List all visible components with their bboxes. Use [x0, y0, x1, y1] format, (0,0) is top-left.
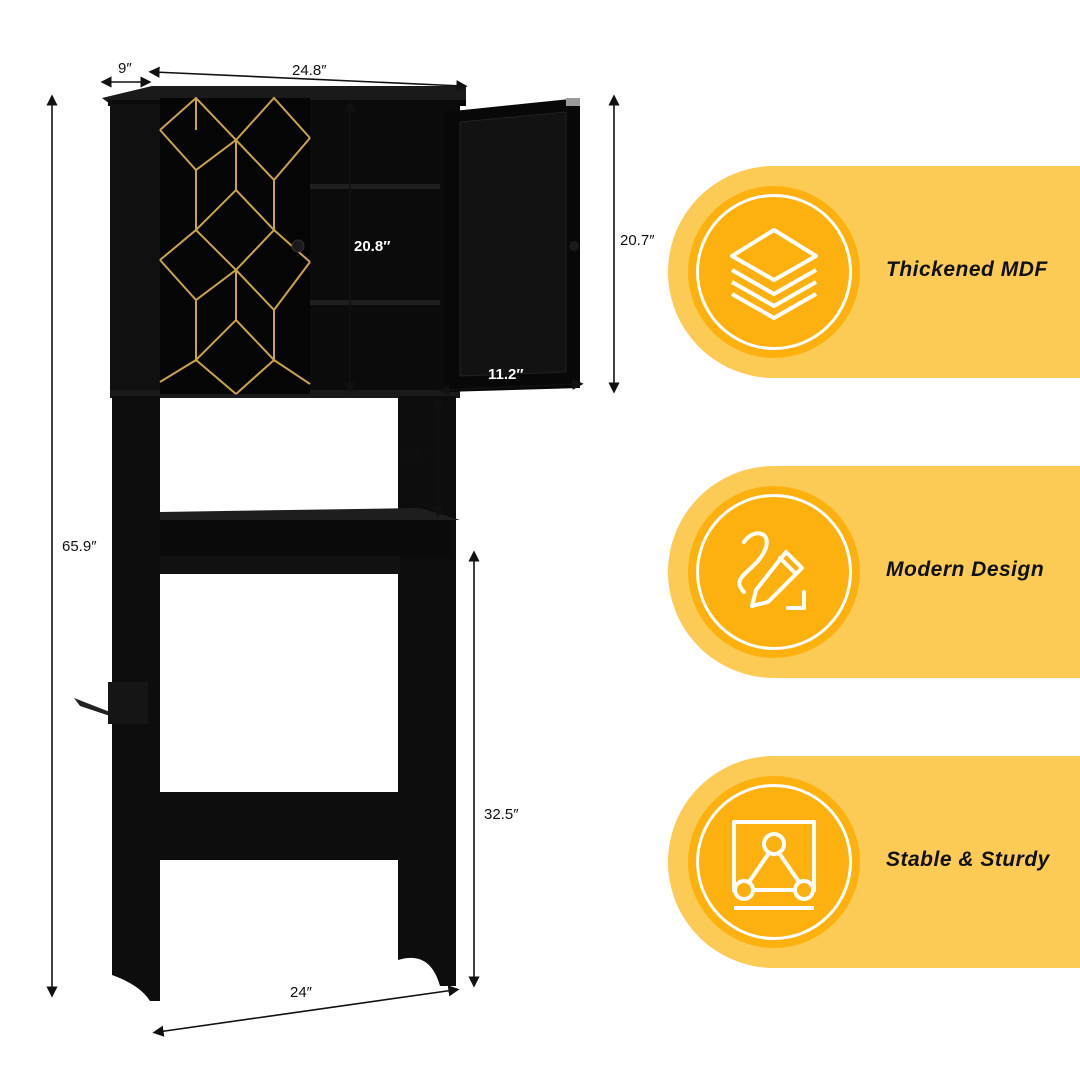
- feature-icon-ring: [696, 784, 852, 940]
- stand-frame: [74, 396, 460, 1001]
- feature-stable-sturdy: Stable & Sturdy: [668, 756, 1080, 968]
- dimension-inner-height-label: 20.8″: [354, 238, 391, 255]
- layers-icon: [730, 228, 818, 320]
- dimension-door-width-label: 11.2″: [488, 366, 524, 383]
- cabinet-right-door: [444, 98, 580, 392]
- feature-icon-ring: [696, 194, 852, 350]
- feature-icon-ring: [696, 494, 852, 650]
- feature-label: Modern Design: [886, 558, 1045, 581]
- feature-label: Thickened MDF: [886, 258, 1048, 281]
- dimension-depth-label: 9″: [118, 60, 132, 77]
- dimension-leg-clearance-label: 32.5″: [484, 806, 519, 823]
- feature-thickened-mdf: Thickened MDF: [668, 166, 1080, 378]
- dimension-base-width-label: 24″: [290, 984, 312, 1001]
- dimension-cabinet-height-label: 20.7″: [620, 232, 655, 249]
- dimension-shelf-gap-label: 8.5″: [402, 448, 429, 465]
- product-illustration: [46, 66, 620, 1037]
- dimension-total-height-label: 65.9″: [62, 538, 97, 555]
- pencil-curve-icon: [737, 531, 806, 610]
- dimension-lines: [46, 66, 620, 1037]
- cabinet-left-door: [159, 96, 311, 395]
- triangle-nodes-icon: [732, 820, 816, 910]
- feature-label: Stable & Sturdy: [886, 848, 1050, 871]
- dimension-top-width-label: 24.8″: [292, 62, 327, 79]
- feature-modern-design: Modern Design: [668, 466, 1080, 678]
